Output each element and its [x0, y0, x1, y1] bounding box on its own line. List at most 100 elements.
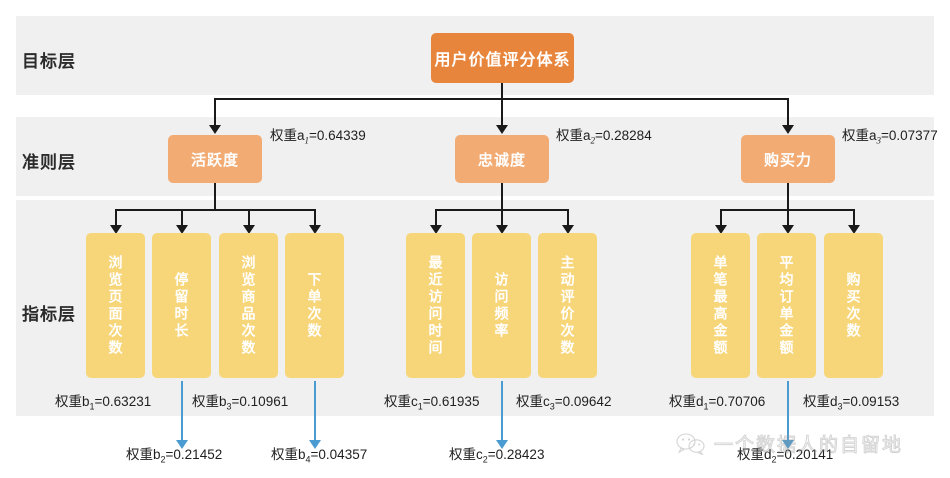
leader-arrow-b2 — [176, 440, 188, 449]
weight-d1-sub: 1 — [703, 401, 709, 412]
weight-d3-prefix: 权重d — [803, 394, 838, 409]
connector-goal-drop-1 — [214, 98, 216, 126]
connector-groupB-drop-1 — [435, 209, 437, 226]
weight-label-c2: 权重c2=0.28423 — [449, 443, 544, 465]
node-indicator-a4[interactable]: 下单次数 — [285, 233, 344, 378]
weight-c2-value: =0.28423 — [487, 447, 545, 462]
weight-label-b4: 权重b4=0.04357 — [271, 443, 367, 465]
weight-label-a1: 权重a1=0.64339 — [270, 124, 366, 146]
connector-groupA-drop-4 — [314, 209, 316, 226]
arrow-goal-to-criteria-3 — [782, 125, 794, 134]
node-criteria-3[interactable]: 购买力 — [741, 135, 835, 183]
arrow-goal-to-criteria-1 — [209, 125, 221, 134]
arrow-groupB-1 — [430, 225, 442, 234]
node-criteria-2[interactable]: 忠诚度 — [455, 135, 549, 183]
connector-groupB-drop-2 — [501, 209, 503, 226]
weight-d3-sub: 3 — [837, 401, 843, 412]
connector-groupB-stem — [501, 183, 503, 210]
weight-b3-value: =0.10961 — [231, 394, 289, 409]
weight-d2-prefix: 权重d — [737, 447, 772, 462]
layer-label-goal: 目标层 — [22, 52, 76, 71]
weight-a2-sub: 2 — [590, 135, 596, 146]
connector-goal-drop-2 — [501, 98, 503, 126]
weight-d1-value: =0.70706 — [708, 394, 766, 409]
weight-label-d3: 权重d3=0.09153 — [803, 390, 899, 412]
weight-label-d1: 权重d1=0.70706 — [669, 390, 765, 412]
arrow-goal-to-criteria-2 — [496, 125, 508, 134]
leader-line-b4 — [314, 381, 316, 441]
connector-groupC-stem — [787, 183, 789, 210]
node-indicator-c2[interactable]: 平均订单金额 — [757, 233, 816, 378]
weight-d3-value: =0.09153 — [842, 394, 900, 409]
weight-a3-sub: 3 — [876, 135, 882, 146]
weight-b3-prefix: 权重b — [192, 394, 227, 409]
leader-line-d2 — [787, 381, 789, 441]
connector-groupB-drop-3 — [567, 209, 569, 226]
node-goal[interactable]: 用户价值评分体系 — [431, 33, 574, 83]
weight-c2-sub: 2 — [482, 454, 488, 465]
weight-b3-sub: 3 — [226, 401, 232, 412]
connector-groupA-bus — [115, 209, 315, 211]
connector-groupA-drop-1 — [115, 209, 117, 226]
leader-line-c2 — [501, 381, 503, 441]
weight-c1-value: =0.61935 — [422, 394, 480, 409]
weight-label-a3: 权重a3=0.07377 — [842, 124, 938, 146]
weight-label-c1: 权重c1=0.61935 — [384, 390, 479, 412]
weight-label-b1: 权重b1=0.63231 — [55, 390, 151, 412]
arrow-groupC-2 — [782, 225, 794, 234]
connector-groupC-drop-2 — [787, 209, 789, 226]
node-indicator-b1[interactable]: 最近访问时间 — [406, 233, 465, 378]
leader-arrow-b4 — [309, 440, 321, 449]
weight-c1-sub: 1 — [417, 401, 423, 412]
weight-b2-prefix: 权重b — [126, 447, 161, 462]
weight-c3-value: =0.09642 — [554, 394, 612, 409]
arrow-groupA-3 — [243, 225, 255, 234]
weight-d1-prefix: 权重d — [669, 394, 704, 409]
weight-c3-prefix: 权重c — [516, 394, 550, 409]
node-indicator-b3[interactable]: 主动评价次数 — [538, 233, 597, 378]
weight-c3-sub: 3 — [549, 401, 555, 412]
arrow-groupA-2 — [176, 225, 188, 234]
weight-b2-sub: 2 — [160, 454, 166, 465]
node-indicator-c1[interactable]: 单笔最高金额 — [691, 233, 750, 378]
connector-goal-drop-3 — [787, 98, 789, 126]
leader-line-b2 — [181, 381, 183, 441]
node-indicator-b2[interactable]: 访问频率 — [472, 233, 531, 378]
weight-c1-prefix: 权重c — [384, 394, 418, 409]
weight-d2-value: =0.20141 — [776, 447, 834, 462]
arrow-groupC-1 — [715, 225, 727, 234]
node-indicator-a1[interactable]: 浏览页面次数 — [86, 233, 145, 378]
weight-b4-sub: 4 — [305, 454, 311, 465]
weight-label-d2: 权重d2=0.20141 — [737, 443, 833, 465]
wechat-icon — [676, 432, 705, 455]
weight-label-b3: 权重b3=0.10961 — [192, 390, 288, 412]
weight-b1-prefix: 权重b — [55, 394, 90, 409]
weight-a2-prefix: 权重a — [556, 128, 591, 143]
weight-c2-prefix: 权重c — [449, 447, 483, 462]
arrow-groupC-3 — [848, 225, 860, 234]
weight-b2-value: =0.21452 — [165, 447, 223, 462]
connector-groupC-drop-1 — [720, 209, 722, 226]
layer-label-index: 指标层 — [22, 305, 76, 324]
layer-label-criteria: 准则层 — [22, 153, 76, 172]
connector-groupC-drop-3 — [853, 209, 855, 226]
node-indicator-c3[interactable]: 购买次数 — [824, 233, 883, 378]
arrow-groupB-2 — [496, 225, 508, 234]
weight-b4-value: =0.04357 — [310, 447, 368, 462]
leader-arrow-c2 — [496, 440, 508, 449]
connector-groupA-drop-2 — [181, 209, 183, 226]
weight-a1-sub: 1 — [304, 135, 310, 146]
node-indicator-a2[interactable]: 停留时长 — [152, 233, 211, 378]
weight-d2-sub: 2 — [771, 454, 777, 465]
weight-a2-value: =0.28284 — [595, 128, 652, 143]
weight-label-c3: 权重c3=0.09642 — [516, 390, 611, 412]
node-indicator-a3[interactable]: 浏览商品次数 — [219, 233, 278, 378]
node-criteria-1[interactable]: 活跃度 — [168, 135, 262, 183]
weight-b1-sub: 1 — [89, 401, 95, 412]
weight-a1-value: =0.64339 — [309, 128, 366, 143]
weight-a1-prefix: 权重a — [270, 128, 305, 143]
connector-goal-stem — [501, 83, 503, 99]
weight-a3-prefix: 权重a — [842, 128, 877, 143]
weight-a3-value: =0.07377 — [881, 128, 938, 143]
